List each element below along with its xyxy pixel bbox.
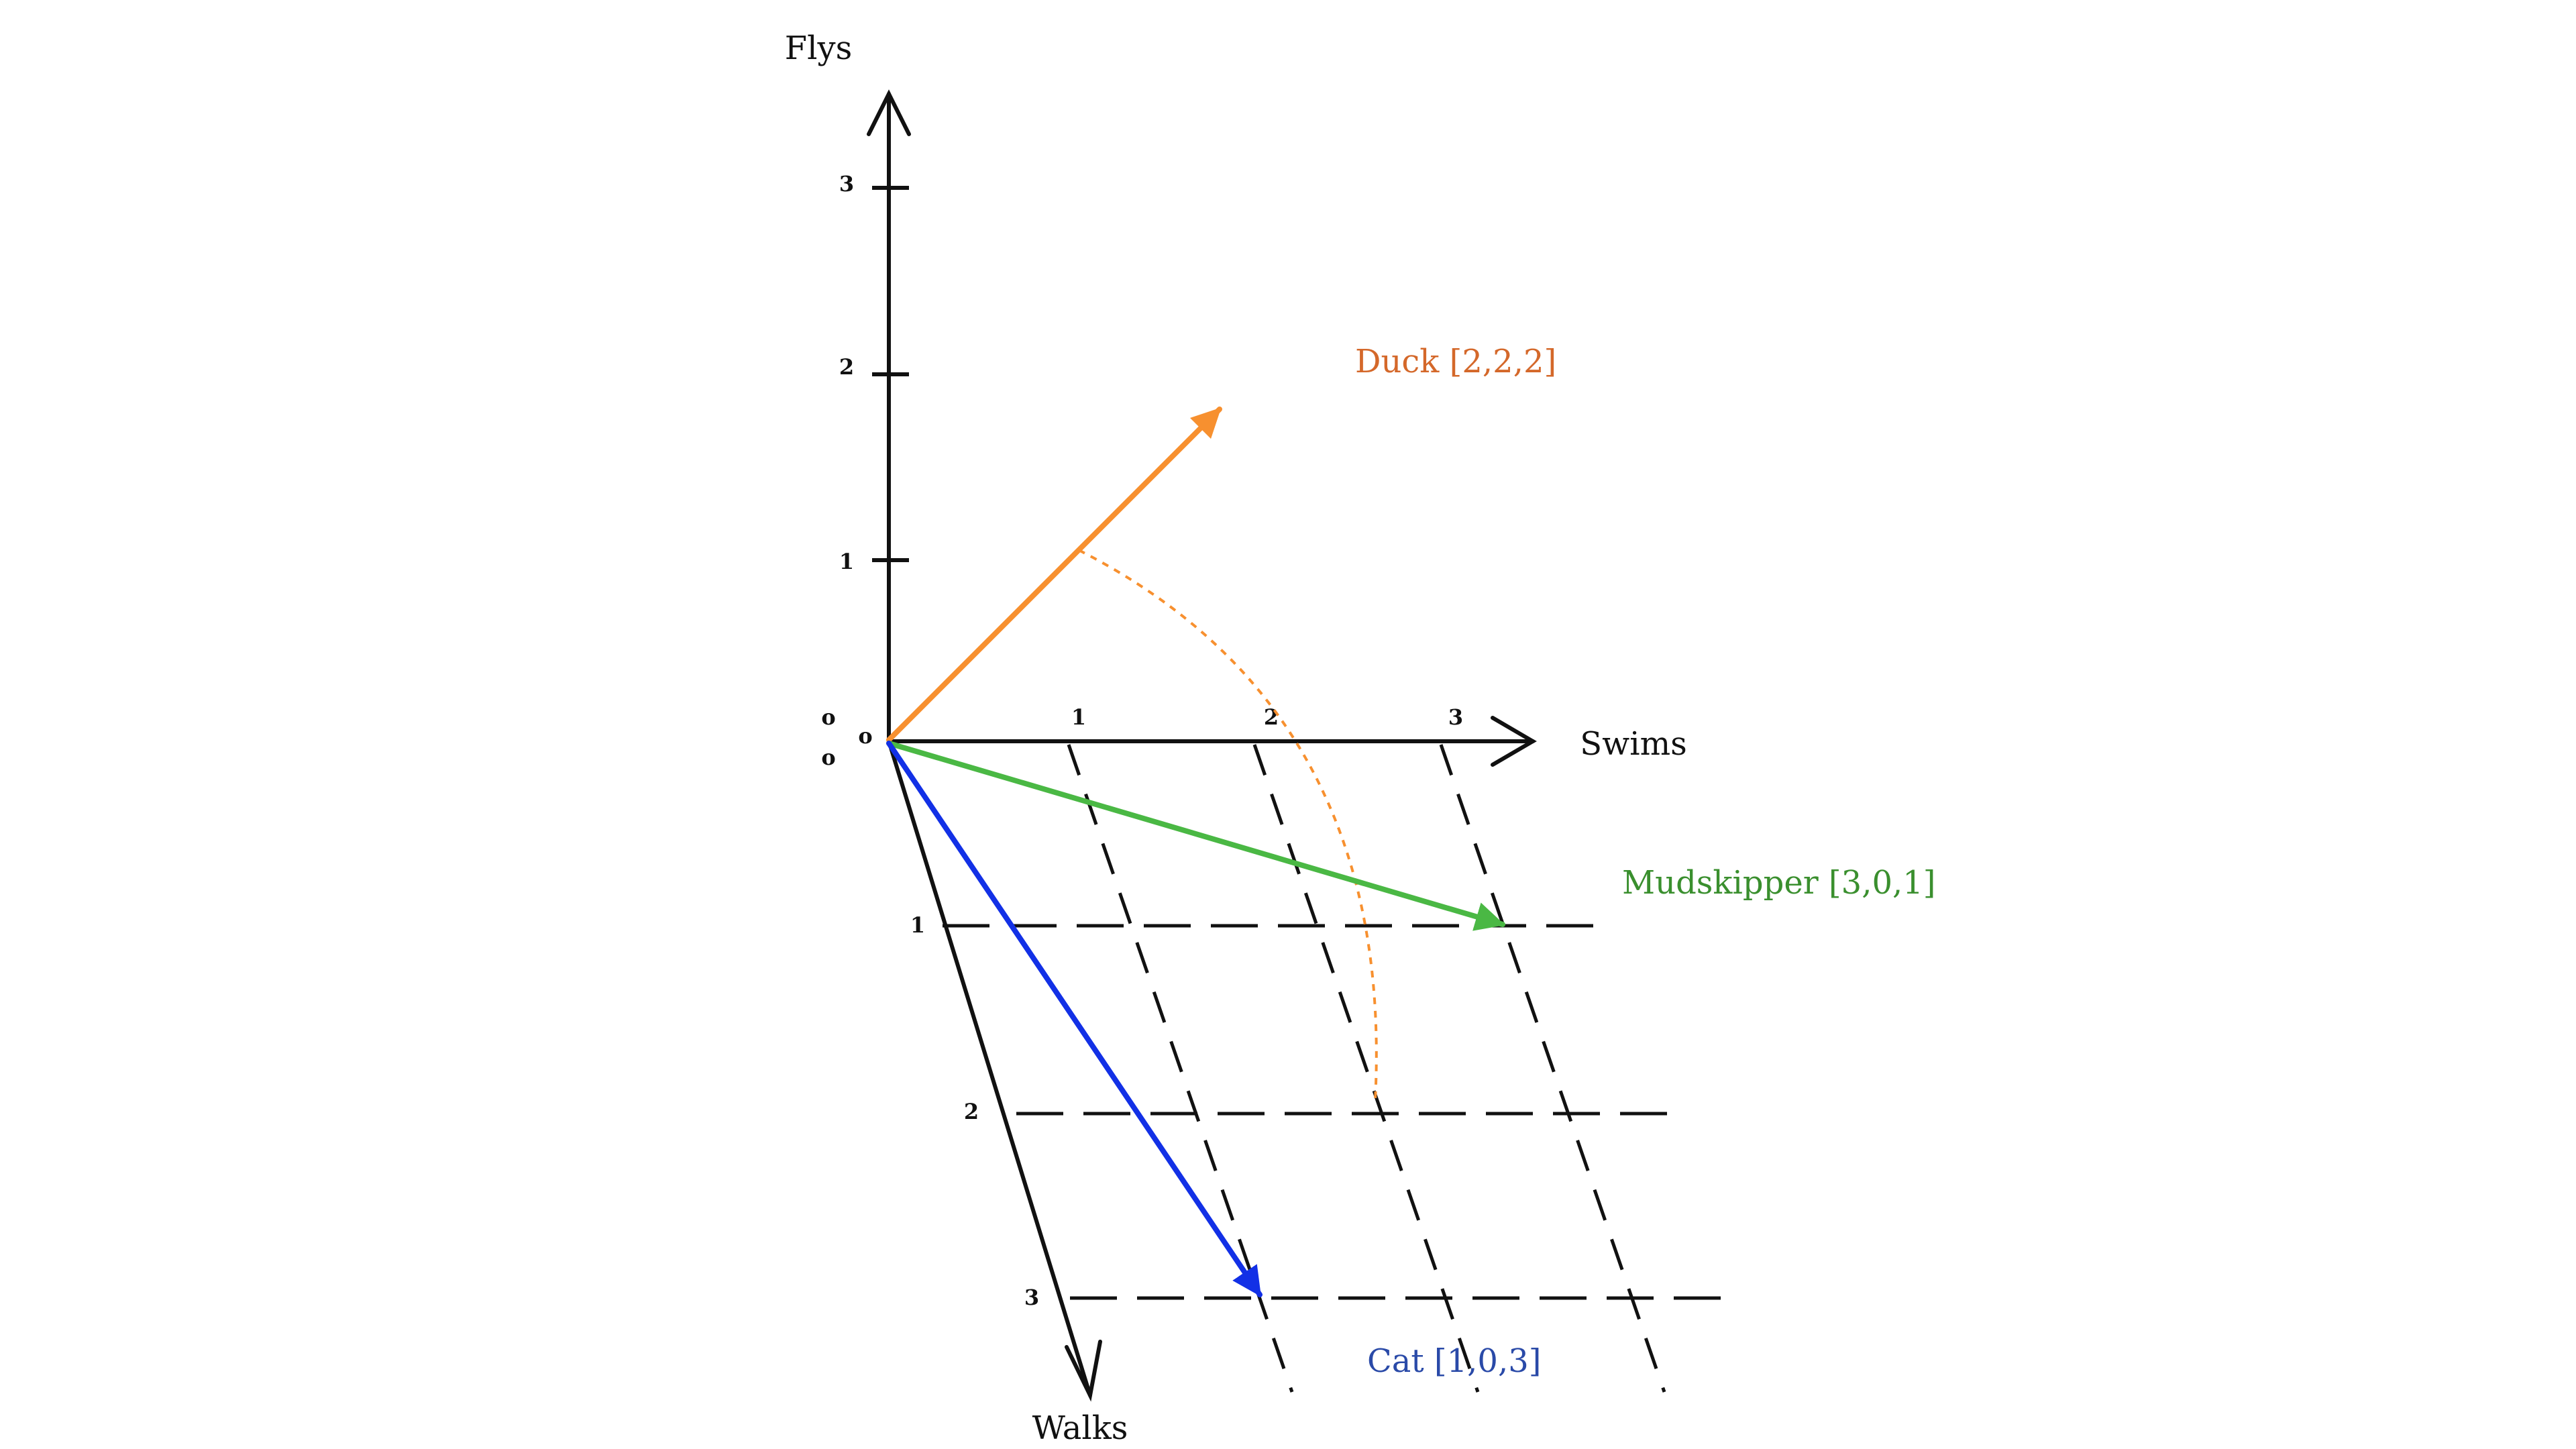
vectors [886,407,1505,1297]
flys-tick-marks [872,186,909,562]
duck-vector [886,407,1222,743]
duck-label: Duck [2,2,2] [1355,343,1556,380]
tick-labels: 1 2 3 1 2 3 1 2 3 o o o [821,171,1463,1310]
origin-label-swims: o [858,723,872,749]
mudskipper-label: Mudskipper [3,0,1] [1622,864,1936,902]
swims-tick-label-2: 2 [1264,704,1279,730]
swims-parallel-gridlines [943,924,1737,1300]
walks-axis [887,739,1092,1397]
walks-tick-label-1: 1 [910,912,925,938]
mudskipper-vector [886,741,1505,931]
walks-axis-title: Walks [1032,1409,1128,1447]
vector-labels: Duck [2,2,2] Mudskipper [3,0,1] Cat [1,0… [1355,343,1936,1380]
gridline-swims-1 [1067,744,1294,1393]
walks-axis-arrowhead [1065,1340,1102,1402]
axes [867,89,1537,1402]
origin-label-walks: o [821,745,835,770]
axis-titles: Flys Swims Walks [785,30,1687,1447]
origin-label-flys: o [821,704,835,730]
flys-axis-arrowhead [867,89,911,136]
gridline-swims-3 [1439,744,1666,1393]
cat-vector [886,741,1263,1297]
flys-tick-label-3: 3 [839,171,854,197]
flys-tick-label-2: 2 [839,354,854,380]
walks-tick-label-3: 3 [1024,1285,1039,1310]
duck-projection-arc [1078,549,1378,1101]
gridline-swims-2 [1252,744,1480,1393]
walks-tick-label-2: 2 [964,1099,979,1124]
flys-tick-label-1: 1 [839,549,854,574]
walks-parallel-gridlines [1067,744,1666,1393]
swims-tick-label-1: 1 [1071,704,1086,730]
flys-axis-title: Flys [785,30,852,67]
swims-axis-title: Swims [1580,725,1686,763]
swims-tick-label-3: 3 [1448,704,1463,730]
swims-axis-arrowhead [1491,716,1537,767]
cat-label: Cat [1,0,3] [1367,1342,1541,1380]
